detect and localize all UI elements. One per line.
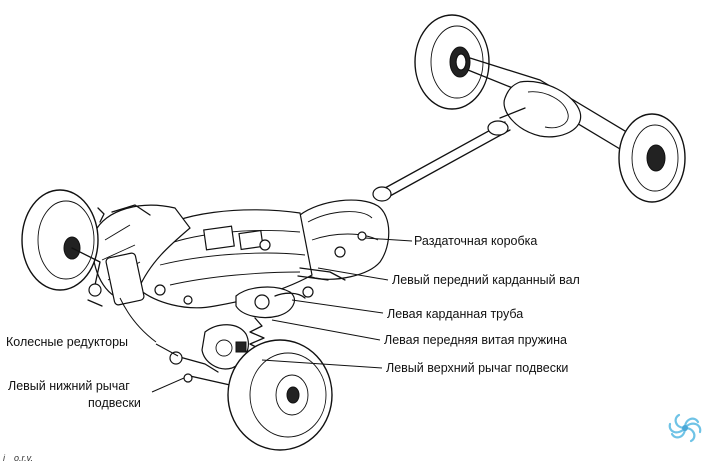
label-transfer-case: Раздаточная коробка	[414, 234, 538, 248]
rear-left-wheel	[414, 14, 490, 110]
rear-right-wheel	[618, 113, 686, 203]
leader-lines	[119, 237, 413, 393]
credit-prefix: i	[3, 453, 5, 463]
rear-axle	[414, 14, 686, 203]
front-near-wheel	[227, 339, 333, 451]
swirl-logo-icon	[668, 413, 702, 443]
front-driveshaft	[235, 267, 346, 319]
label-left-front-coil-spring: Левая передняя витая пружина	[384, 333, 567, 347]
label-left-upper-control-arm: Левый верхний рычаг подвески	[386, 361, 569, 375]
label-left-lower-control-arm-line2: подвески	[88, 396, 141, 410]
rear-propeller-shaft	[372, 120, 511, 202]
transmission-assembly	[92, 199, 390, 309]
credit-text: o.r.v.	[14, 453, 34, 463]
front-far-wheel	[21, 189, 103, 307]
label-wheel-reducers: Колесные редукторы	[6, 335, 129, 349]
label-left-front-driveshaft: Левый передний карданный вал	[392, 273, 580, 287]
label-left-lower-control-arm-line1: Левый нижний рычаг	[8, 379, 130, 393]
label-left-driveshaft-tube: Левая карданная труба	[387, 307, 524, 321]
